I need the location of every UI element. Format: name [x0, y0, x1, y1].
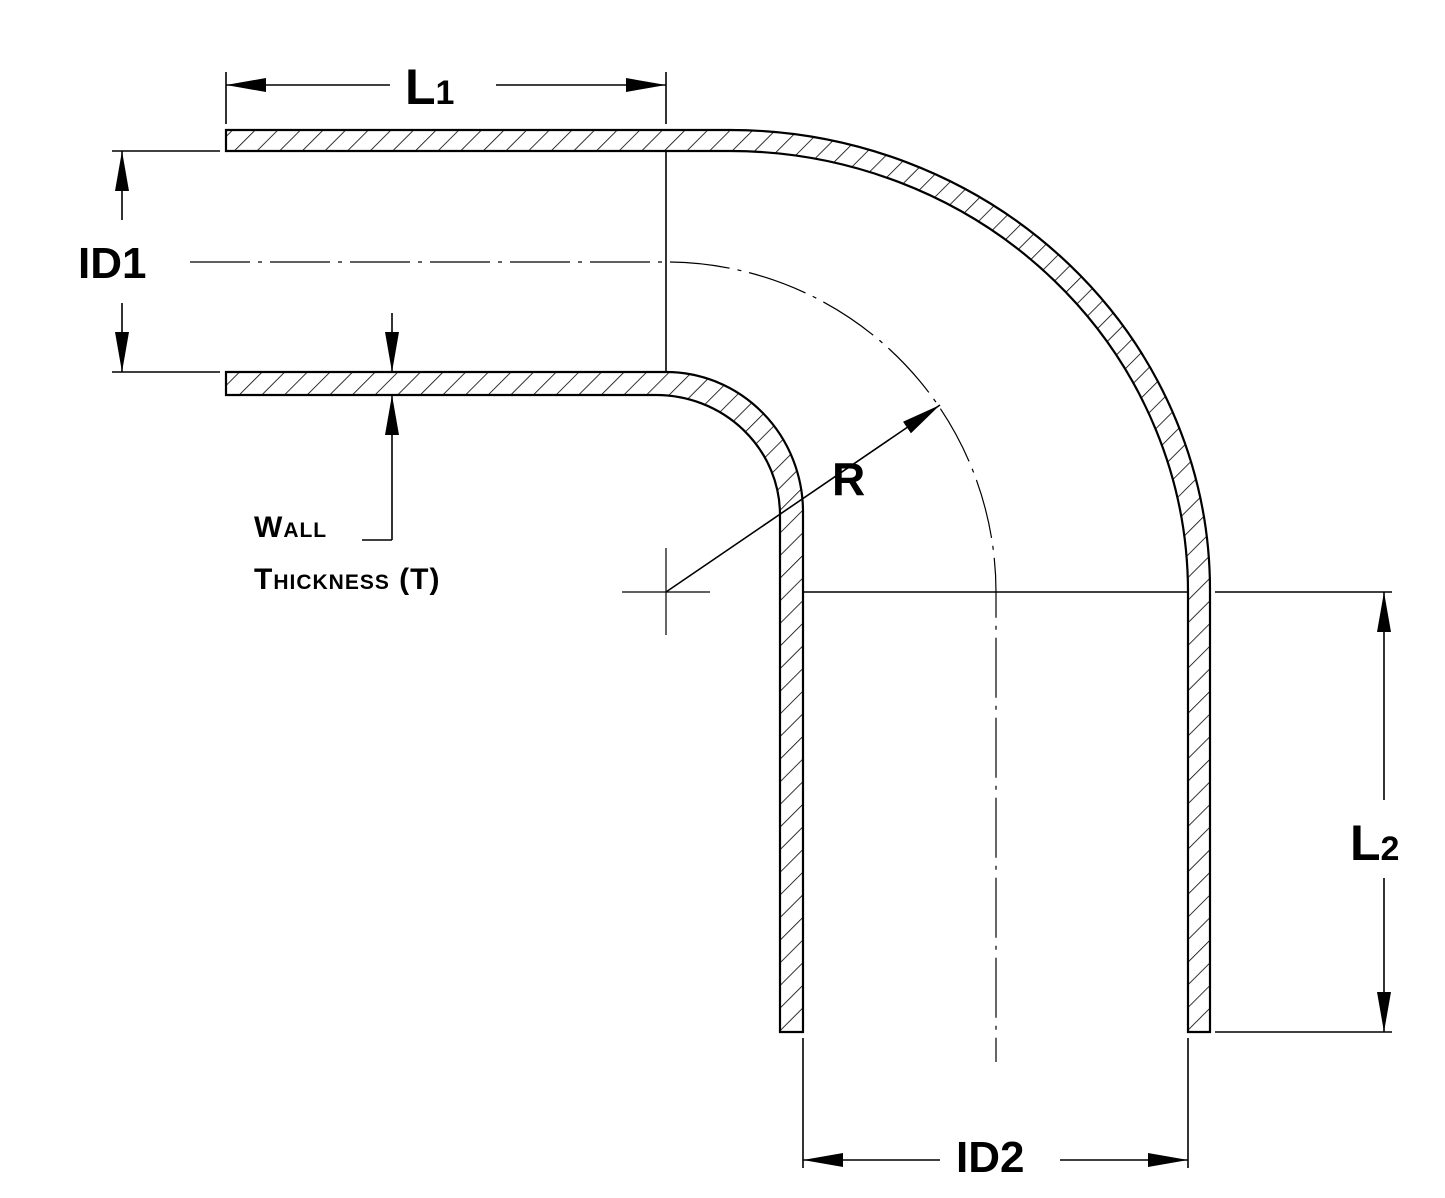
center-line	[190, 261, 997, 1062]
l2-label: L2	[1350, 815, 1399, 871]
id1-dimension	[112, 150, 220, 373]
id2-dimension	[802, 1038, 1189, 1168]
inner-wall	[224, 370, 805, 1034]
l1-dimension	[225, 72, 667, 124]
id2-label: ID2	[956, 1133, 1024, 1182]
radius-label: R	[832, 453, 865, 505]
l1-label: L1	[405, 59, 454, 115]
wall-thickness-dimension	[362, 313, 399, 541]
id1-label: ID1	[78, 239, 146, 288]
radius-dimension	[665, 404, 941, 593]
wall-label-line2: Thickness (T)	[254, 563, 440, 596]
wall-label-line1: Wall	[254, 511, 327, 544]
outer-wall	[224, 128, 1212, 1034]
l2-dimension	[1215, 591, 1392, 1033]
